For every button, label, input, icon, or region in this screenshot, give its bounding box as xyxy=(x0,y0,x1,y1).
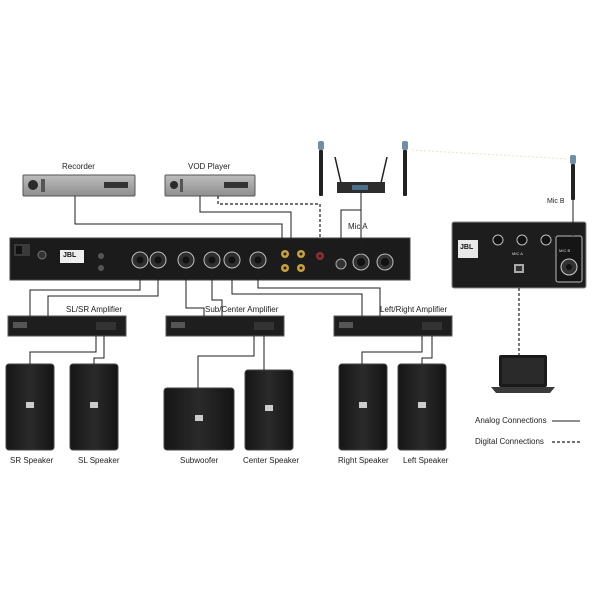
amplifier-label-left-right: Left/Right Amplifier xyxy=(380,305,448,314)
xlr-output-pin xyxy=(228,256,236,264)
xlr-outputs xyxy=(131,251,267,269)
legend-analog-label: Analog Connections xyxy=(475,416,547,425)
processor-badge: JBL xyxy=(63,252,77,259)
left-speaker xyxy=(397,363,447,451)
center-speaker xyxy=(244,369,294,451)
mic-b-handheld-icon xyxy=(570,155,576,200)
xlr-output-pin xyxy=(182,256,190,264)
recorder-device xyxy=(22,174,136,197)
rca-inputs xyxy=(281,250,324,272)
mic-a-handheld-right-icon xyxy=(402,141,408,196)
speaker-label-sr: SR Speaker xyxy=(10,456,54,465)
recorder-label: Recorder xyxy=(62,162,95,171)
vod-player-device xyxy=(164,174,256,197)
sl-speaker xyxy=(69,363,119,451)
laptop-icon xyxy=(491,355,555,393)
mic-inputs xyxy=(335,253,394,271)
xlr-output-pin xyxy=(254,256,262,264)
speaker-label-left: Left Speaker xyxy=(403,456,449,465)
xlr-output-pin xyxy=(136,256,144,264)
usb-panel-input-label: MIC A xyxy=(512,251,523,256)
usb-panel-badge-box xyxy=(458,240,478,258)
left-right-amplifier xyxy=(333,315,453,337)
speaker-label-center: Center Speaker xyxy=(243,456,300,465)
mic-a-label: Mic A xyxy=(348,222,368,231)
xlr-output-pin xyxy=(208,256,216,264)
speaker-label-subwoofer: Subwoofer xyxy=(180,456,219,465)
wireless-receiver xyxy=(334,156,388,193)
sl-sr-amplifier xyxy=(7,315,127,337)
xlr-output-pin xyxy=(154,256,162,264)
vod-player-label: VOD Player xyxy=(188,162,231,171)
processor-badge-box xyxy=(60,250,84,263)
subwoofer xyxy=(163,387,235,451)
speaker-label-right: Right Speaker xyxy=(338,456,389,465)
amplifier-label-sl-sr: SL/SR Amplifier xyxy=(66,305,123,314)
amplifier-label-sub-center: Sub/Center Amplifier xyxy=(205,305,279,314)
sr-speaker xyxy=(5,363,55,451)
speaker-label-sl: SL Speaker xyxy=(78,456,120,465)
legend-digital-label: Digital Connections xyxy=(475,437,544,446)
mic-a-handheld-left-icon xyxy=(318,141,324,196)
wireless-link-line xyxy=(411,149,569,160)
mic-b-label: Mic B xyxy=(547,198,565,205)
right-speaker xyxy=(338,363,388,451)
usb-panel-mic-label: MIC B xyxy=(559,248,571,253)
analog-wiring xyxy=(29,193,580,422)
usb-panel-badge: JBL xyxy=(460,244,474,251)
usb-mic-panel xyxy=(451,221,587,289)
digital-wiring xyxy=(217,196,580,443)
sub-center-amplifier xyxy=(165,315,285,337)
